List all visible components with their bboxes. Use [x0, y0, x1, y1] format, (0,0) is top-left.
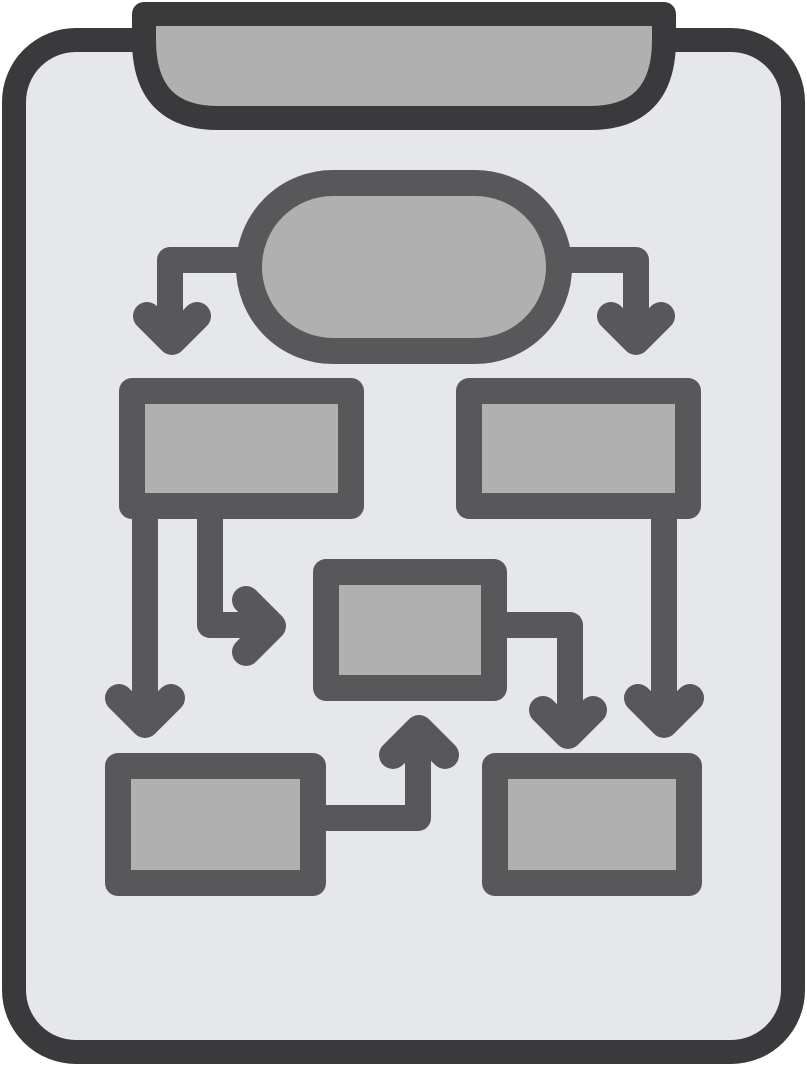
flowchart-arrowheads — [105, 302, 704, 769]
clipboard-clip — [132, 2, 676, 130]
flowchart-box-bottom-left — [105, 753, 326, 896]
connector-start-right — [545, 247, 649, 348]
arrowhead-down-2 — [597, 302, 675, 355]
flowchart-box-right — [456, 378, 701, 519]
arrowhead-right-1 — [232, 586, 286, 666]
arrowhead-down-4 — [529, 696, 607, 749]
arrowhead-down-3 — [105, 684, 185, 738]
arrowhead-up-1 — [379, 715, 459, 769]
flowchart-connectors — [132, 247, 677, 831]
connector-start-left — [157, 247, 263, 348]
arrowhead-down-5 — [624, 684, 704, 738]
connector-middle-right — [492, 612, 583, 743]
flowchart-box-bottom-right — [482, 753, 702, 896]
arrowhead-down-1 — [133, 302, 211, 355]
flowchart-start-pill — [236, 170, 572, 364]
flowchart-box-middle — [313, 559, 507, 701]
flowchart-box-left — [119, 378, 364, 519]
connector-bottomleft-middle — [312, 722, 431, 831]
